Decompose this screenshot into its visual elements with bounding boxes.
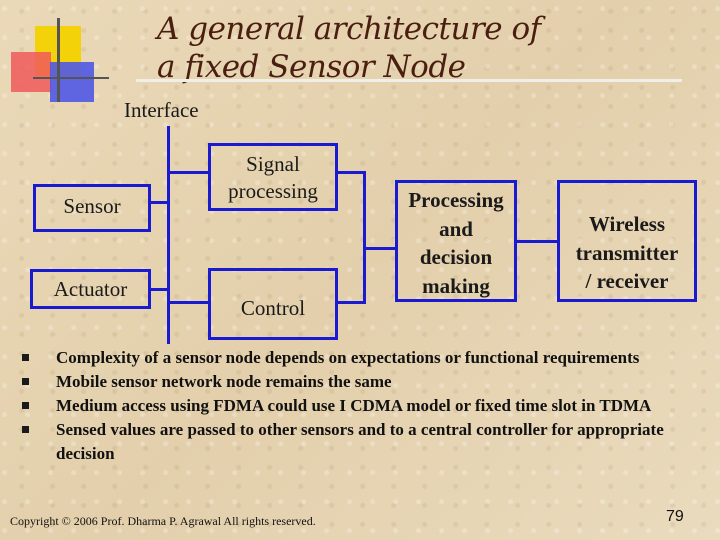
sensor-label: Sensor [63,194,121,218]
processing-label-2: and [439,217,473,241]
sensor-box [33,184,151,232]
interface-bus-line [167,126,170,344]
logo-red-square [11,52,51,92]
control-connector [168,301,210,304]
slide-title-line1: A general architecture of [157,11,541,47]
page-number: 79 [666,508,684,525]
actuator-label: Actuator [53,277,128,301]
title-underline [136,79,682,82]
right-bus-line [363,171,366,304]
wireless-box [557,180,697,302]
bullet-item: Medium access using FDMA could use I CDM… [22,394,696,418]
bullet-list: Complexity of a sensor node depends on e… [22,346,696,466]
bullet-marker-icon [22,402,29,409]
signal-processing-label-2: processing [228,179,318,203]
bullet-item: Sensed values are passed to other sensor… [22,418,696,466]
wireless-label-3: / receiver [585,269,669,293]
logo-vertical-line [57,18,60,102]
actuator-connector [149,288,170,291]
processing-input-connector [363,247,397,250]
processing-box [395,180,517,302]
signal-processing-label-1: Signal [246,152,300,176]
actuator-box [30,269,151,309]
processing-label-1: Processing [408,188,504,212]
bullet-text: Mobile sensor network node remains the s… [56,372,392,391]
signal-processing-box [208,143,338,211]
bullet-text: Sensed values are passed to other sensor… [56,420,664,463]
control-label: Control [240,296,306,320]
bullet-marker-icon [22,378,29,385]
copyright-footer: Copyright © 2006 Prof. Dharma P. Agrawal… [10,514,316,528]
bullet-item: Complexity of a sensor node depends on e… [22,346,696,370]
bullet-text: Medium access using FDMA could use I CDM… [56,396,652,415]
bullet-item: Mobile sensor network node remains the s… [22,370,696,394]
signal-connector [168,171,210,174]
signal-right-connector [338,171,366,174]
control-box [208,268,338,340]
bullet-marker-icon [22,426,29,433]
bullet-text: Complexity of a sensor node depends on e… [56,348,640,367]
wireless-connector [517,240,560,243]
sensor-connector [149,201,170,204]
control-right-connector [338,301,366,304]
processing-label-4: making [422,274,490,298]
logo-horizontal-line [33,77,109,79]
wireless-label-1: Wireless [588,212,666,236]
processing-label-3: decision [419,245,493,269]
slide-title-line2: a fixed Sensor Node [157,49,466,85]
interface-label: Interface [124,98,199,122]
wireless-label-2: transmitter [575,241,679,265]
bullet-marker-icon [22,354,29,361]
